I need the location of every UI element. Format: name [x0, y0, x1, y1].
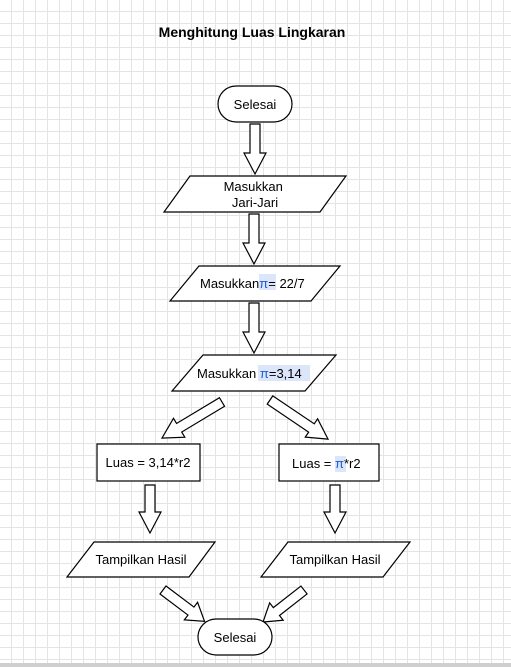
pi-highlight	[258, 365, 310, 381]
start-terminator: Selesai	[217, 85, 293, 123]
output-left-node: Tampilkan Hasil	[65, 541, 217, 578]
flow-arrow-merge-left	[159, 585, 206, 622]
input-pi-fraction-prefix: Masukkan	[200, 276, 259, 291]
calc-right-prefix: Luas =	[292, 456, 335, 471]
pi-symbol: π	[335, 456, 344, 471]
diagram-title: Menghitung Luas Lingkaran	[159, 24, 346, 40]
flow-arrow-down	[138, 484, 162, 535]
input-pi-fraction-shape	[168, 265, 342, 302]
output-right-label: Tampilkan Hasil	[289, 552, 380, 567]
start-terminator-label: Selesai	[234, 97, 277, 112]
calc-right-label: Luas = π*r2	[292, 456, 361, 471]
calc-left-shape	[96, 443, 201, 482]
input-radius-shape	[162, 175, 348, 213]
pi-symbol: π	[260, 366, 269, 381]
input-pi-fraction-node: Masukkanπ= 22/7	[168, 265, 342, 302]
calc-left-label: Luas = 3,14*r2	[106, 455, 191, 470]
flow-arrow-merge-right	[262, 585, 308, 623]
pi-symbol: π	[259, 276, 268, 291]
end-terminator-label: Selesai	[214, 630, 257, 645]
calc-right-shape	[278, 443, 380, 482]
output-left-shape	[65, 541, 217, 578]
pi-highlight	[335, 456, 346, 472]
flow-arrow-branch-left	[160, 396, 226, 439]
input-pi-decimal-label: Masukkan π=3,14	[197, 366, 302, 381]
input-radius-node: Masukkan Jari-Jari	[162, 175, 348, 213]
input-pi-decimal-shape	[170, 354, 338, 392]
output-right-shape	[259, 541, 412, 578]
input-pi-decimal-prefix: Masukkan	[197, 366, 260, 381]
calc-right-suffix: *r2	[344, 456, 361, 471]
pi-highlight	[259, 274, 276, 290]
flow-arrow-down	[242, 302, 266, 355]
flow-arrow-down	[323, 484, 347, 535]
input-radius-line-1: Masukkan	[224, 179, 283, 194]
input-pi-decimal-node: Masukkan π=3,14	[170, 354, 338, 392]
flow-arrow-down	[242, 213, 266, 266]
end-terminator-shape	[197, 618, 273, 656]
input-pi-decimal-suffix: =3,14	[269, 366, 302, 381]
output-left-label: Tampilkan Hasil	[95, 552, 186, 567]
start-terminator-shape	[217, 85, 293, 123]
end-terminator: Selesai	[197, 618, 273, 656]
input-radius-label: Masukkan Jari-Jari	[224, 179, 287, 210]
flow-arrow-branch-right	[266, 395, 330, 440]
input-pi-fraction-suffix: = 22/7	[268, 276, 305, 291]
output-right-node: Tampilkan Hasil	[259, 541, 412, 578]
input-radius-line-2: Jari-Jari	[232, 195, 278, 210]
input-pi-fraction-label: Masukkanπ= 22/7	[200, 276, 305, 291]
calc-right-node: Luas = π*r2	[278, 443, 380, 482]
calc-left-node: Luas = 3,14*r2	[96, 443, 201, 482]
flow-arrow-down	[243, 123, 267, 176]
